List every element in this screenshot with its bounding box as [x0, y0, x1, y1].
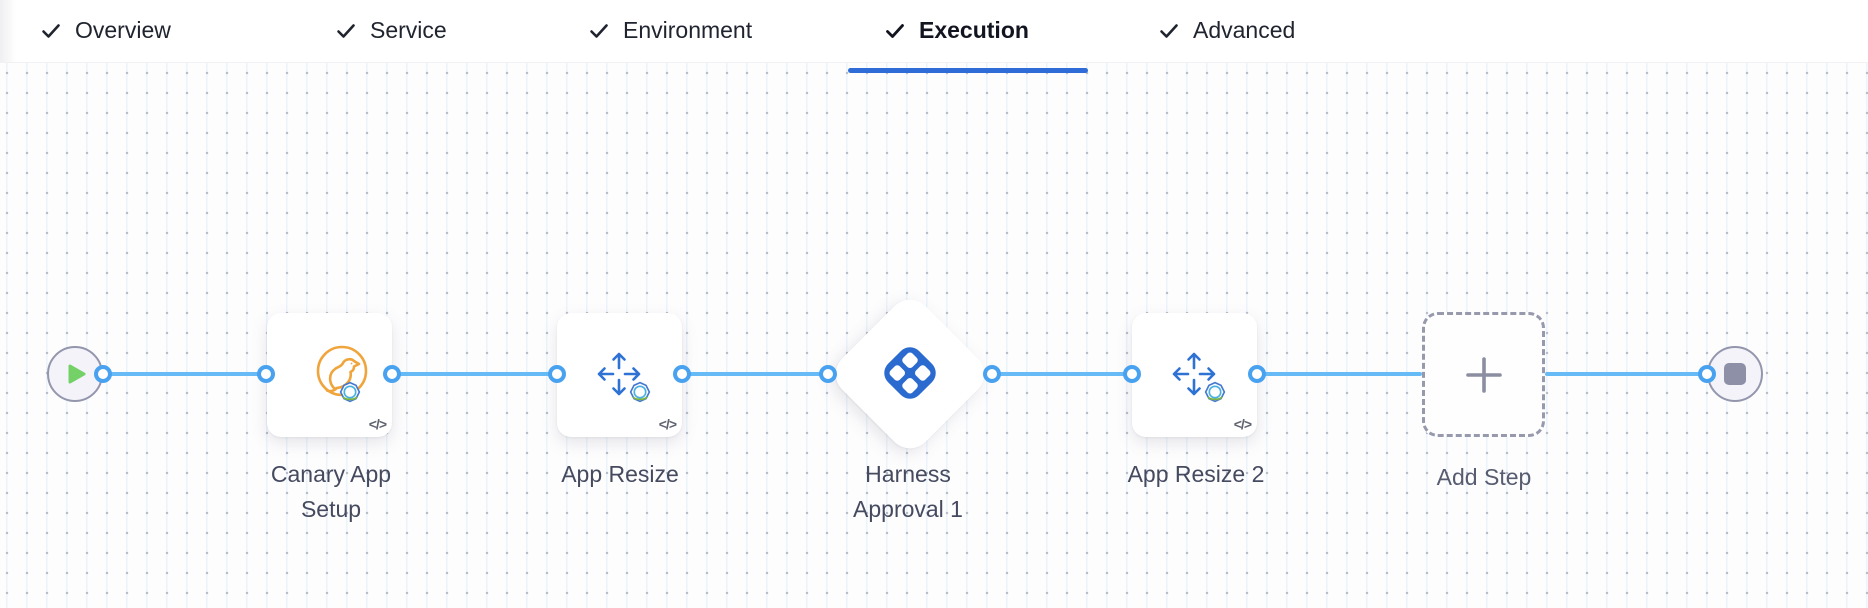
connector-port — [94, 365, 112, 383]
active-tab-underline — [848, 68, 1088, 73]
tab-label: Environment — [623, 17, 753, 43]
connector-port — [257, 365, 275, 383]
code-badge: </> — [1233, 416, 1252, 432]
tab-execution[interactable]: Execution — [848, 0, 1065, 61]
connector-line — [103, 372, 266, 376]
tab-label: Advanced — [1193, 17, 1296, 43]
check-icon — [335, 20, 357, 42]
code-badge: </> — [368, 416, 387, 432]
connector-port — [383, 365, 401, 383]
play-icon — [66, 362, 88, 386]
check-icon — [1158, 20, 1180, 42]
tab-label: Overview — [75, 17, 171, 43]
resize-arrows-icon — [1167, 347, 1221, 406]
check-icon — [40, 20, 62, 42]
step-node-app-resize-2[interactable]: </> — [1132, 313, 1257, 437]
tab-service[interactable]: Service — [299, 0, 483, 61]
connector-port — [1123, 365, 1141, 383]
step-node-app-resize[interactable]: </> — [557, 313, 682, 437]
connector-line — [682, 372, 828, 376]
add-step-label: Add Step — [1436, 464, 1532, 490]
tab-overview[interactable]: Overview — [4, 0, 207, 61]
template-gear-icon — [339, 381, 361, 408]
pipeline-start-node — [47, 346, 103, 402]
step-label-harness-approval-1: Harness Approval 1 — [853, 461, 963, 522]
connector-port — [983, 365, 1001, 383]
connector-port — [819, 365, 837, 383]
stage-tab-bar: Overview Service Environment Execution A… — [0, 0, 1868, 63]
connector-line — [992, 372, 1132, 376]
connector-port — [1248, 365, 1266, 383]
step-label-canary-app-setup: Canary App Setup — [270, 461, 392, 522]
tab-environment[interactable]: Environment — [552, 0, 788, 61]
connector-line — [1257, 372, 1422, 376]
stop-icon — [1724, 363, 1746, 385]
connector-port — [1698, 365, 1716, 383]
template-gear-icon — [1204, 381, 1226, 408]
add-step-button[interactable] — [1422, 312, 1545, 437]
template-gear-icon — [629, 381, 651, 408]
resize-arrows-icon — [592, 347, 646, 406]
tab-label: Service — [370, 17, 447, 43]
connector-port — [673, 365, 691, 383]
code-badge: </> — [658, 416, 677, 432]
connector-port — [548, 365, 566, 383]
tab-advanced[interactable]: Advanced — [1122, 0, 1331, 61]
plus-icon — [1465, 356, 1502, 393]
check-icon — [884, 20, 906, 42]
check-icon — [588, 20, 610, 42]
connector-line — [392, 372, 557, 376]
tab-label: Execution — [919, 17, 1029, 43]
harness-approval-icon — [878, 341, 942, 410]
step-label-app-resize: App Resize — [561, 461, 679, 487]
connector-line — [1545, 372, 1707, 376]
step-node-canary-app-setup[interactable]: </> — [267, 313, 392, 437]
step-label-app-resize-2: App Resize 2 — [1127, 461, 1265, 487]
